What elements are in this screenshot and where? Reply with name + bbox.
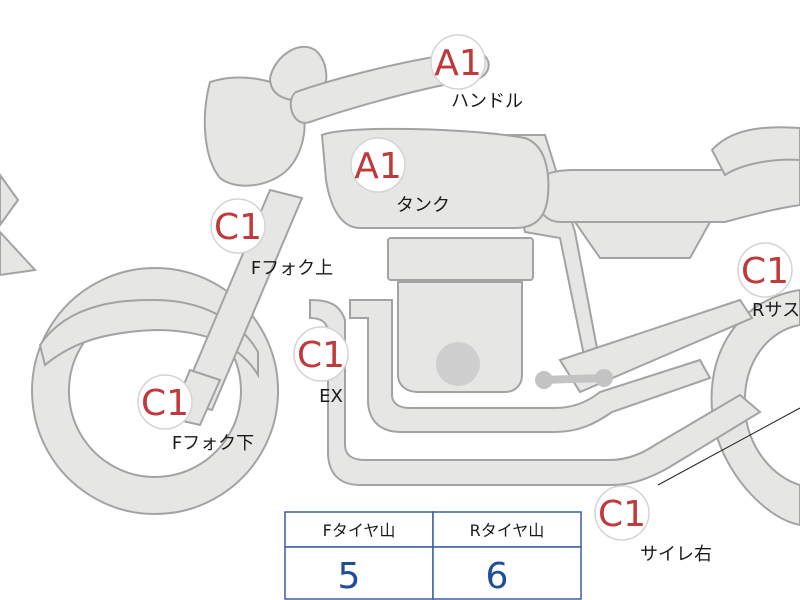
motorcycle-illustration bbox=[0, 45, 800, 527]
rear-tire-value: 6 bbox=[486, 556, 509, 597]
tire-table-header-right bbox=[432, 511, 582, 548]
part-muffler-right: C1 サイレ右 bbox=[594, 485, 712, 565]
part-tank: A1 タンク bbox=[350, 137, 450, 216]
grade-badge-circle bbox=[137, 374, 193, 430]
grade-badge-text: C1 bbox=[214, 207, 262, 248]
rear-cowl-top bbox=[710, 126, 800, 177]
muffler-leader-line bbox=[657, 407, 800, 486]
grade-badge-text: C1 bbox=[741, 251, 789, 292]
engine-block bbox=[397, 281, 523, 393]
grade-badge-circle bbox=[293, 326, 349, 382]
front-fork bbox=[178, 188, 304, 412]
grade-badge-text: A1 bbox=[434, 43, 482, 84]
engine-cover bbox=[436, 342, 480, 386]
grade-badge-circle bbox=[737, 242, 793, 298]
exhaust-pipe-mid bbox=[349, 299, 712, 433]
tire-table-header-left bbox=[284, 511, 434, 548]
seat bbox=[539, 138, 800, 223]
grade-badge-text: A1 bbox=[354, 146, 402, 187]
rear-cowl bbox=[573, 221, 712, 259]
grade-badge-circle bbox=[430, 34, 486, 90]
front-tire-value: 5 bbox=[338, 556, 361, 597]
grade-badge-text: C1 bbox=[598, 494, 646, 535]
footpeg-end-left bbox=[535, 371, 553, 389]
grade-badge-circle bbox=[350, 137, 406, 193]
fragment-left bbox=[0, 173, 20, 227]
part-label: Rサス bbox=[752, 300, 800, 321]
tire-tread-table: Fタイヤ山 Rタイヤ山 5 6 bbox=[284, 511, 582, 600]
part-label: EX bbox=[319, 386, 343, 407]
part-label: サイレ右 bbox=[640, 544, 712, 565]
front-fender bbox=[38, 298, 259, 379]
part-label: タンク bbox=[396, 195, 450, 216]
grade-badge-circle bbox=[210, 198, 266, 254]
footpeg-end-right bbox=[595, 369, 613, 387]
part-label: ハンドル bbox=[451, 91, 523, 112]
grade-badge-text: C1 bbox=[141, 383, 189, 424]
front-tire-header: Fタイヤ山 bbox=[323, 521, 396, 540]
part-label: Fフォク下 bbox=[172, 433, 254, 454]
part-label: Fフォク上 bbox=[251, 258, 333, 279]
tire-table-value-left bbox=[284, 546, 434, 600]
fragment-left-lower bbox=[0, 230, 38, 277]
tire-table-value-right bbox=[432, 546, 582, 600]
part-handle: A1 ハンドル bbox=[430, 34, 523, 112]
engine-top bbox=[387, 237, 534, 281]
grade-badge-text: C1 bbox=[297, 335, 345, 376]
grade-badge-circle bbox=[594, 485, 650, 541]
rear-tire-header: Rタイヤ山 bbox=[470, 521, 545, 540]
